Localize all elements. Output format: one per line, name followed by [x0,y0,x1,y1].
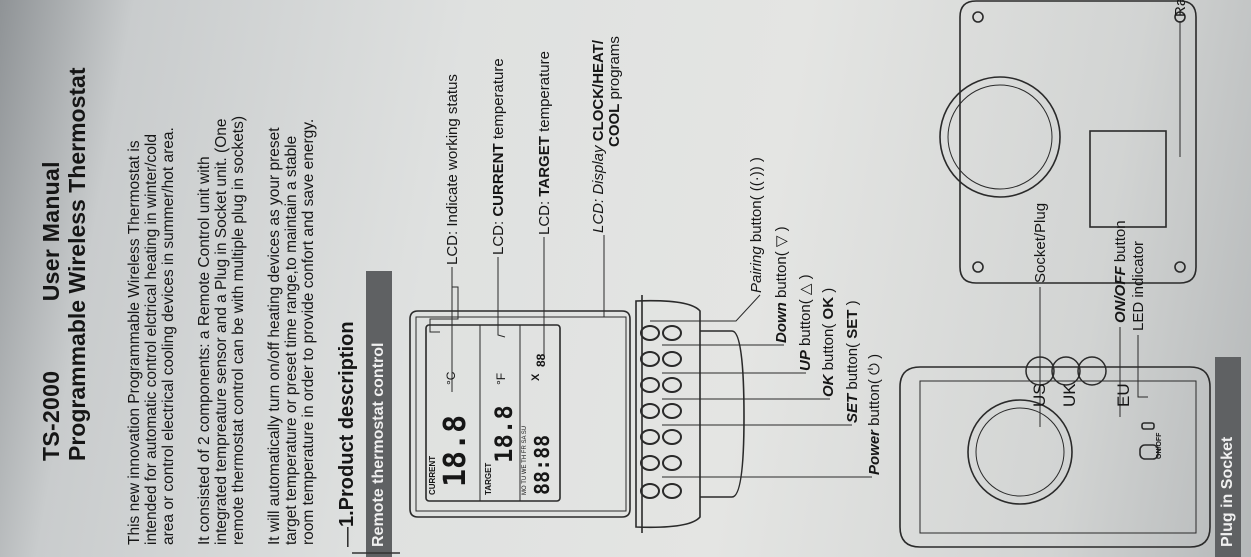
lcd-target-label: TARGET [484,462,493,495]
up-triangle-icon: △ [797,283,814,296]
remote-buttons [640,325,682,499]
lcd-current-label: CURRENT [428,455,437,495]
down-triangle-icon: ▽ [773,235,790,248]
region-us: US [1030,383,1049,407]
label-led-indicator: LED indicator [1130,240,1147,331]
label-lcd-display-line2: COOL programs [606,36,623,147]
label-ok-button: OK button( OK ) [820,287,837,397]
label-lcd-display: LCD: Display CLOCK/HEAT/ [590,39,607,233]
label-socket-plug: Socket/Plug [1032,202,1049,283]
label-set-button: SET button( SET ) [844,300,861,423]
lcd-unit-c: °C [444,371,458,385]
device-onoff-text: ON/OFF [1156,432,1163,459]
label-lcd-target: LCD: TARGET temperature [536,51,553,235]
region-uk: UK [1060,383,1079,407]
label-pairing-button: Pairing button( ((·)) ) [748,157,765,293]
plug-socket-device [899,366,1211,548]
label-rating: Rating labe [1172,0,1189,17]
label-down-button: Down button( ▽ ) [773,226,790,343]
lcd-clock: 88:88 [530,434,554,495]
label-lcd-current: LCD: CURRENT temperature [490,58,507,255]
lcd-unit-f: °F [494,372,508,385]
plug-back-device [939,0,1197,284]
lcd-prog: 88 [534,353,548,367]
label-lcd-status: LCD: Indicate working status [444,74,461,265]
lcd-target-value: 18.8 [490,405,518,463]
region-eu: EU [1114,383,1133,407]
wireless-signal-icon: ((·)) [748,166,765,192]
power-icon: ⏻ [866,363,883,375]
lcd-current-value: 18.8 [438,414,473,487]
label-up-button: UP button( △ ) [797,274,814,371]
plug-type-icons [1025,356,1107,386]
label-power-button: Power button( ⏻ ) [866,353,883,475]
lcd-days: MO TU WE TH FR SA SU [522,425,528,495]
label-onoff-button: ON/OFF button [1112,220,1129,323]
lcd-x: X [530,373,542,381]
plug-section-bar: Plug in Socket [1219,436,1236,547]
